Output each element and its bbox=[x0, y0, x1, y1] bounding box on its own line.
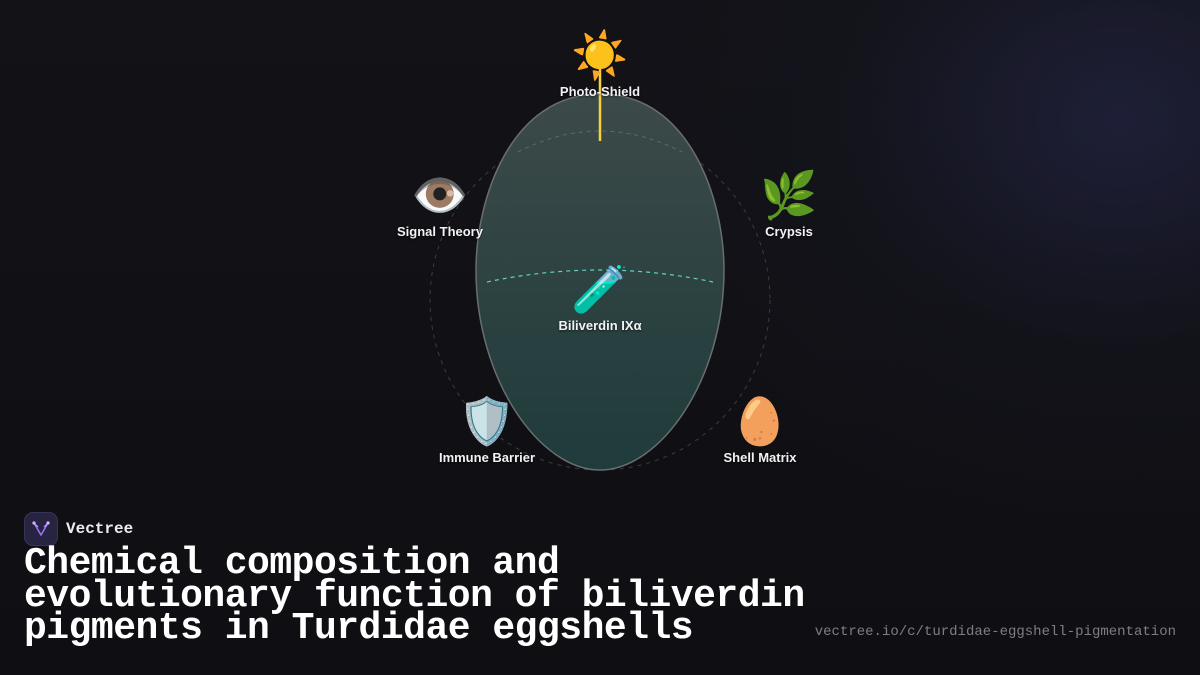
node-label: Biliverdin IXα bbox=[558, 318, 642, 333]
node-label: Crypsis bbox=[765, 224, 813, 239]
node-label: Immune Barrier bbox=[438, 450, 536, 465]
pigment-layer-arc bbox=[486, 269, 714, 283]
node-signal-theory: 👁️ Signal Theory bbox=[360, 168, 520, 239]
orbit-ring bbox=[429, 129, 771, 471]
shield-icon: 🛡️ bbox=[458, 394, 516, 448]
eye-icon: 👁️ bbox=[411, 168, 469, 222]
node-label: Shell Matrix bbox=[723, 450, 797, 465]
eggshell-outline bbox=[475, 93, 725, 471]
vectree-logo-icon bbox=[24, 512, 58, 546]
test-tube-icon: 🧪 bbox=[571, 262, 629, 316]
source-url[interactable]: vectree.io/c/turdidae-eggshell-pigmentat… bbox=[814, 624, 1176, 640]
node-biliverdin-center: 🧪 Biliverdin IXα bbox=[520, 262, 680, 333]
node-crypsis: 🌿 Crypsis bbox=[709, 168, 869, 239]
node-photo-shield: ☀️ Photo-Shield bbox=[520, 28, 680, 99]
node-immune-barrier: 🛡️ Immune Barrier bbox=[407, 394, 567, 465]
node-label: Signal Theory bbox=[397, 224, 483, 239]
egg-diagram: ☀️ Photo-Shield 👁️ Signal Theory 🌿 Cryps… bbox=[360, 28, 869, 471]
egg-icon: 🥚 bbox=[731, 394, 789, 448]
egg-diagram-graphic bbox=[429, 62, 771, 471]
brand-name: Vectree bbox=[66, 520, 134, 538]
node-label: Photo-Shield bbox=[559, 84, 641, 99]
sun-icon: ☀️ bbox=[571, 28, 629, 82]
brand: Vectree bbox=[24, 512, 133, 546]
page-title: Chemical composition and evolutionary fu… bbox=[24, 542, 805, 650]
node-shell-matrix: 🥚 Shell Matrix bbox=[680, 394, 840, 465]
herb-icon: 🌿 bbox=[760, 168, 818, 222]
